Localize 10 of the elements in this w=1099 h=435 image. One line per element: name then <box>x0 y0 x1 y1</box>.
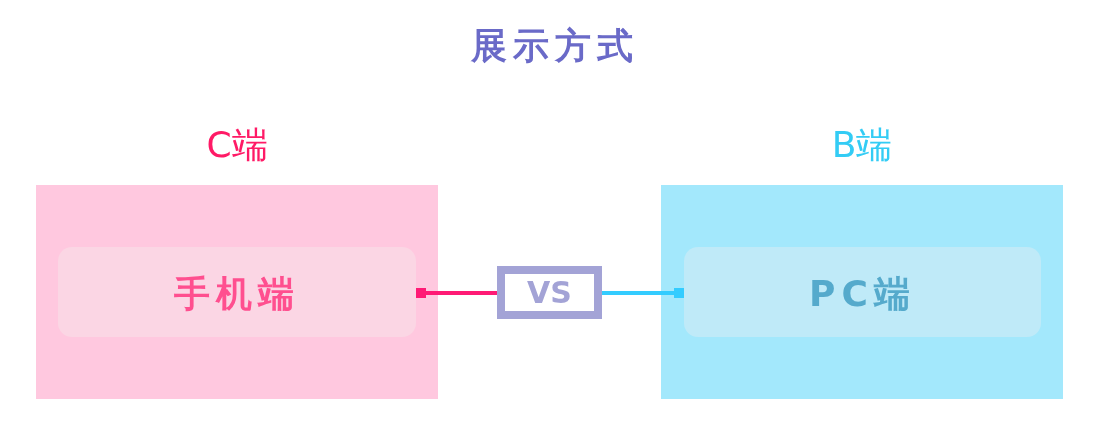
option-label: 手机端 <box>173 272 301 316</box>
option-label: PC端 <box>808 272 917 316</box>
connector <box>602 288 684 298</box>
panel-heading: C端 <box>205 123 269 167</box>
connector <box>416 288 497 298</box>
option-box <box>684 247 1041 337</box>
vs-badge: VS <box>497 266 602 319</box>
title: 展示方式 <box>470 24 640 68</box>
option-box <box>58 247 416 337</box>
panel-heading: B端 <box>830 123 894 167</box>
